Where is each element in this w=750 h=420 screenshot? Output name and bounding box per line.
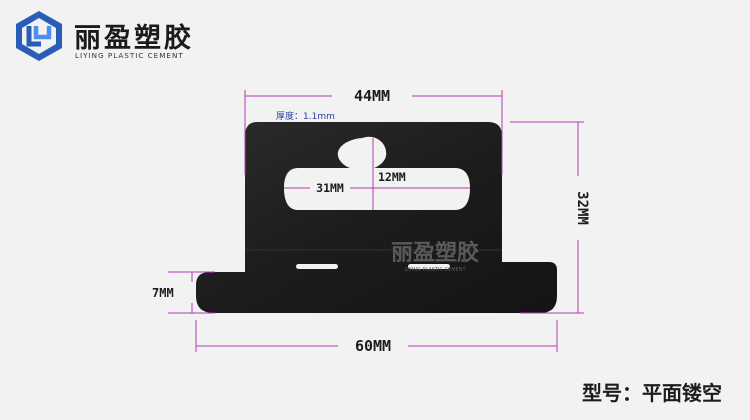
- dim-base-width: 60MM: [355, 337, 391, 355]
- dim-base-height: 7MM: [152, 286, 174, 300]
- small-slot-left: [296, 264, 338, 269]
- thickness-note: 厚度：1.1mm: [276, 110, 335, 122]
- small-slot-right: [408, 264, 450, 269]
- brand-name-en: LIYING PLASTIC CEMENT: [75, 51, 184, 60]
- dim-slot-width: 31MM: [316, 181, 344, 195]
- watermark-cn: 丽盈塑胶: [391, 240, 479, 266]
- dim-total-height: 32MM: [574, 191, 590, 225]
- brand-name-cn: 丽盈塑胶: [74, 23, 194, 54]
- dim-slot-height: 12MM: [378, 170, 406, 184]
- dim-top-width: 44MM: [354, 87, 390, 105]
- watermark-en: LIYING PLASTIC CEMENT: [404, 267, 466, 273]
- hang-tab-shape: [196, 122, 557, 313]
- ly-logo-icon: [16, 11, 62, 61]
- model-label: 型号：平面镂空: [582, 381, 722, 405]
- brand-logo: 丽盈塑胶 LIYING PLASTIC CEMENT: [14, 10, 224, 62]
